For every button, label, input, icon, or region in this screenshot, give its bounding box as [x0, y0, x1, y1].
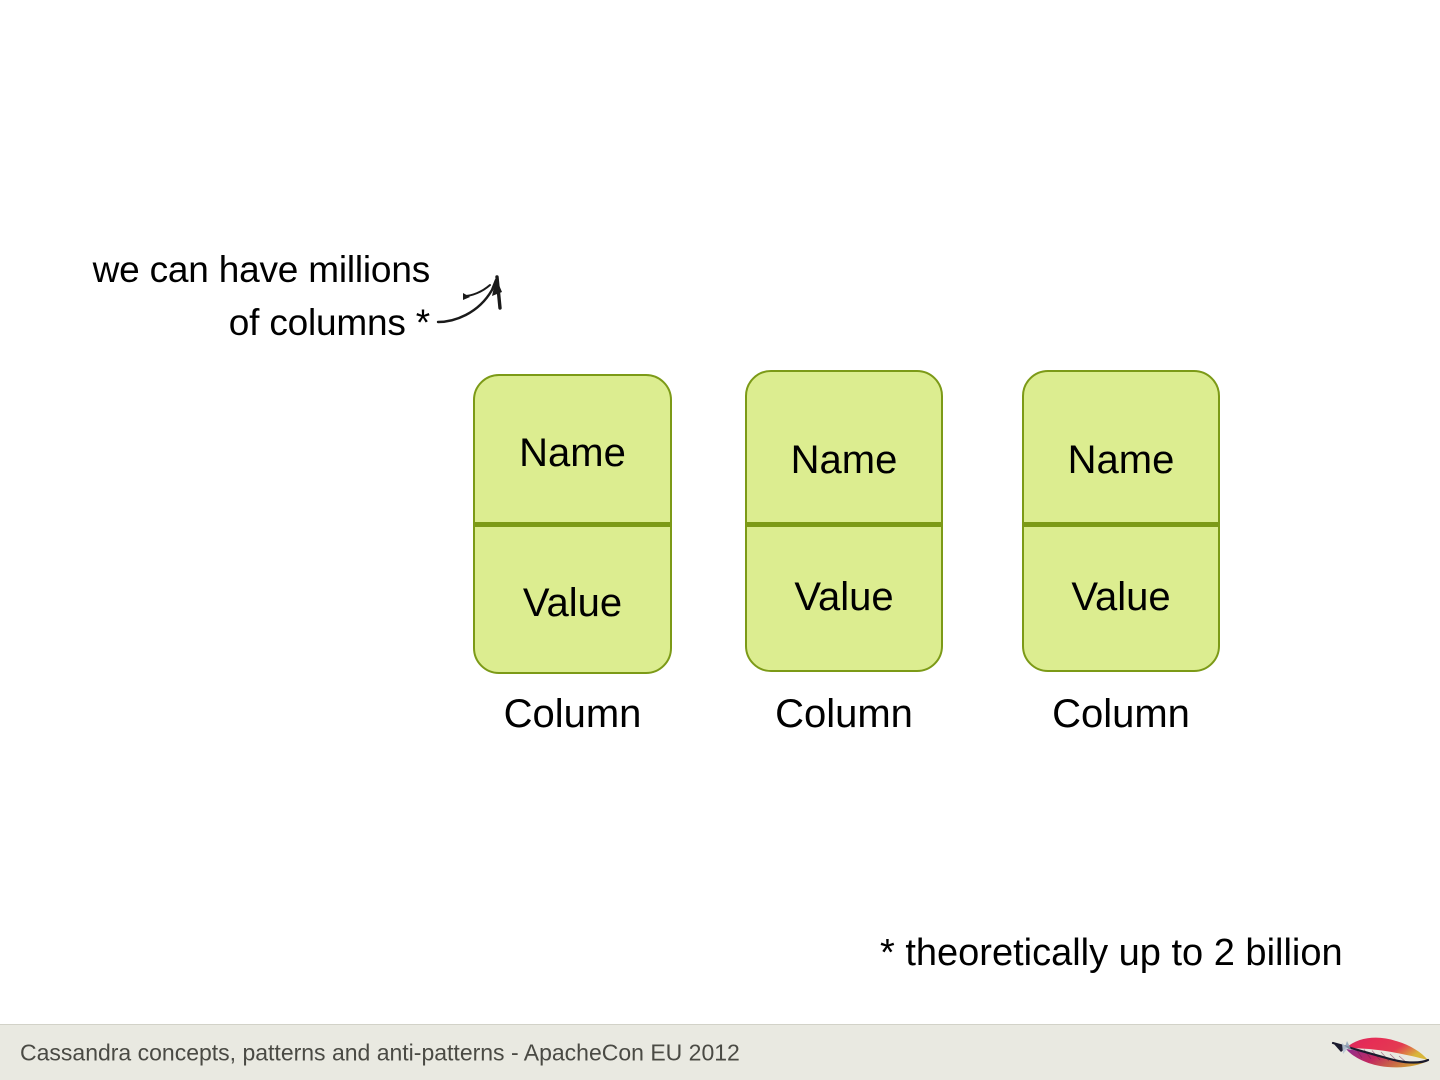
column-caption: Column: [775, 692, 913, 736]
column-divider: [1024, 522, 1218, 527]
column-box: [1022, 370, 1220, 672]
column-caption: Column: [503, 692, 642, 736]
footer-title: Cassandra concepts, patterns and anti-pa…: [20, 1039, 740, 1065]
column-name-label: Name: [519, 431, 626, 475]
column-caption: Column: [1052, 692, 1190, 736]
column-box: [473, 374, 672, 674]
column-divider: [747, 522, 941, 527]
column-value-label: Value: [522, 581, 623, 625]
footnote-text: * theoretically up to 2 billion: [880, 932, 1343, 974]
column-divider: [475, 522, 670, 527]
column-box: [745, 370, 943, 672]
column-value-label: Value: [794, 575, 894, 619]
column-name-label: Name: [1067, 438, 1175, 482]
slide-footer: Cassandra concepts, patterns and anti-pa…: [0, 1024, 1440, 1080]
annotation-text: we can have millions of columns *: [92, 249, 431, 343]
column-value-label: Value: [1071, 575, 1171, 619]
curved-arrow-up-right-icon: [434, 266, 512, 328]
apache-feather-logo: [1324, 1032, 1432, 1074]
column-name-label: Name: [790, 438, 898, 482]
